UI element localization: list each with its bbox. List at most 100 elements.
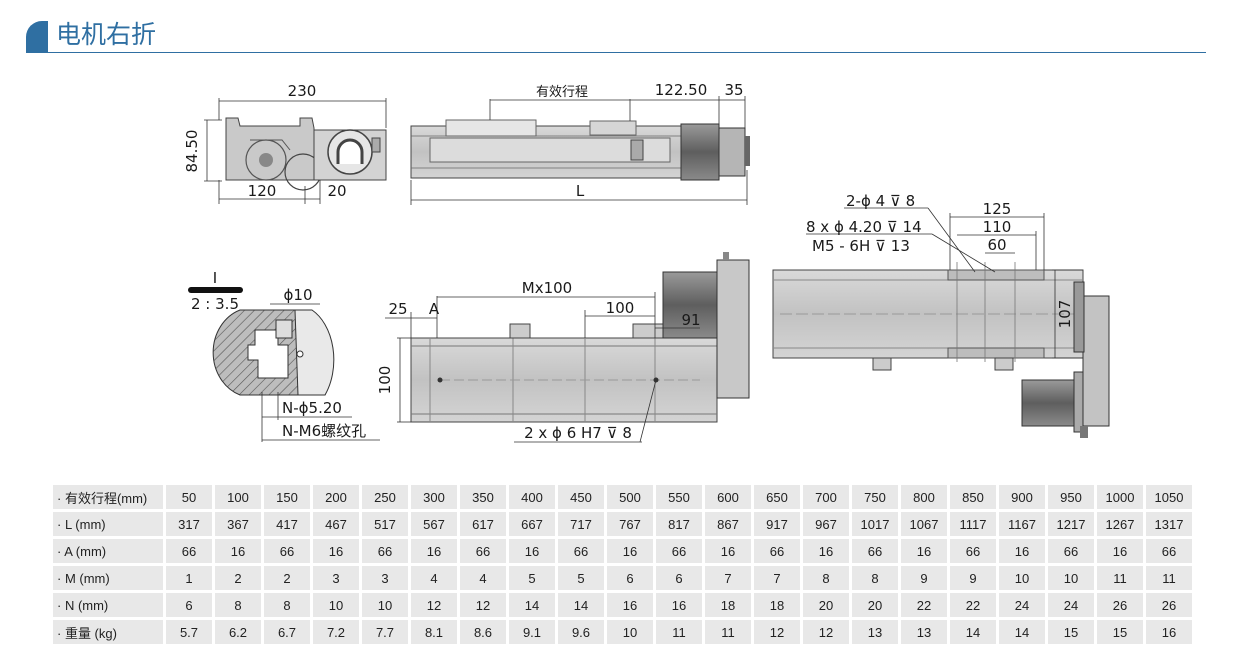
dim-hole-m5: M5 - 6H ⊽ 13 [812, 237, 910, 255]
table-cell: 717 [558, 512, 604, 536]
table-cell: 9.1 [509, 620, 555, 644]
table-cell: 700 [803, 485, 849, 509]
dim-107: 107 [1056, 300, 1074, 329]
dim-hole-8-phi4-20: 8 x ϕ 4.20 ⊽ 14 [806, 218, 922, 236]
row-label: · N (mm) [53, 593, 163, 617]
table-cell: 16 [411, 539, 457, 563]
table-cell: 200 [313, 485, 359, 509]
table-cell: 66 [1146, 539, 1192, 563]
dim-L: L [576, 182, 585, 200]
technical-drawing: 230 84.50 120 20 有效行程 122.50 35 L [183, 81, 1110, 443]
table-cell: 22 [901, 593, 947, 617]
dim-100-height: 100 [376, 366, 394, 395]
dim-91: 91 [681, 311, 700, 329]
table-cell: 12 [460, 593, 506, 617]
dim-20: 20 [327, 182, 346, 200]
table-cell: 66 [1048, 539, 1094, 563]
table-cell: 13 [901, 620, 947, 644]
dim-100-pitch: 100 [606, 299, 635, 317]
table-cell: 450 [558, 485, 604, 509]
table-cell: 16 [1146, 620, 1192, 644]
table-cell: 66 [264, 539, 310, 563]
table-cell: 15 [1048, 620, 1094, 644]
table-cell: 16 [803, 539, 849, 563]
table-cell: 917 [754, 512, 800, 536]
table-cell: 66 [754, 539, 800, 563]
table-cell: 16 [607, 539, 653, 563]
table-cell: 567 [411, 512, 457, 536]
dim-stroke-label: 有效行程 [536, 85, 588, 100]
dim-122-50: 122.50 [655, 81, 708, 99]
table-cell: 900 [999, 485, 1045, 509]
dim-n-m6: N-M6螺纹孔 [282, 422, 366, 440]
table-cell: 10 [313, 593, 359, 617]
table-cell: 8 [264, 593, 310, 617]
detail-scale: 2 : 3.5 [191, 295, 239, 313]
table-cell: 400 [509, 485, 555, 509]
table-cell: 1067 [901, 512, 947, 536]
table-cell: 14 [509, 593, 555, 617]
table-cell: 7 [754, 566, 800, 590]
dim-110: 110 [983, 218, 1012, 236]
dim-pin-holes: 2 x ϕ 6 H7 ⊽ 8 [524, 424, 632, 442]
table-cell: 16 [1097, 539, 1143, 563]
header-tab-marker [26, 21, 48, 53]
table-cell: 16 [999, 539, 1045, 563]
dim-hole-2-phi4: 2-ϕ 4 ⊽ 8 [846, 192, 915, 210]
table-cell: 5.7 [166, 620, 212, 644]
table-cell: 767 [607, 512, 653, 536]
dim-84-50: 84.50 [183, 130, 201, 173]
table-cell: 10 [607, 620, 653, 644]
table-cell: 250 [362, 485, 408, 509]
table-cell: 367 [215, 512, 261, 536]
table-cell: 24 [1048, 593, 1094, 617]
row-label: · 有效行程(mm) [53, 485, 163, 509]
table-cell: 467 [313, 512, 359, 536]
table-cell: 2 [215, 566, 261, 590]
dim-60: 60 [987, 236, 1006, 254]
table-cell: 66 [460, 539, 506, 563]
table-cell: 10 [362, 593, 408, 617]
table-cell: 7.2 [313, 620, 359, 644]
table-cell: 9 [950, 566, 996, 590]
dim-230: 230 [288, 82, 317, 100]
table-cell: 867 [705, 512, 751, 536]
plan-view [772, 207, 1110, 438]
table-cell: 6.7 [264, 620, 310, 644]
table-cell: 1317 [1146, 512, 1192, 536]
table-cell: 617 [460, 512, 506, 536]
table-cell: 13 [852, 620, 898, 644]
table-cell: 9 [901, 566, 947, 590]
table-cell: 967 [803, 512, 849, 536]
table-cell: 20 [803, 593, 849, 617]
table-cell: 1217 [1048, 512, 1094, 536]
table-cell: 817 [656, 512, 702, 536]
table-cell: 26 [1097, 593, 1143, 617]
table-cell: 6.2 [215, 620, 261, 644]
table-cell: 3 [313, 566, 359, 590]
header-rule [48, 52, 1206, 53]
table-cell: 550 [656, 485, 702, 509]
row-label: · A (mm) [53, 539, 163, 563]
table-cell: 66 [558, 539, 604, 563]
table-cell: 1267 [1097, 512, 1143, 536]
table-cell: 22 [950, 593, 996, 617]
table-cell: 10 [1048, 566, 1094, 590]
table-cell: 12 [803, 620, 849, 644]
table-cell: 11 [1146, 566, 1192, 590]
dim-125: 125 [983, 200, 1012, 218]
dim-n-phi5-20: N-ϕ5.20 [282, 399, 342, 417]
table-cell: 417 [264, 512, 310, 536]
side-view-top [410, 96, 750, 205]
table-cell: 4 [460, 566, 506, 590]
table-cell: 650 [754, 485, 800, 509]
table-cell: 11 [656, 620, 702, 644]
table-cell: 5 [509, 566, 555, 590]
table-cell: 1117 [950, 512, 996, 536]
table-cell: 8.1 [411, 620, 457, 644]
table-cell: 50 [166, 485, 212, 509]
table-cell: 317 [166, 512, 212, 536]
table-cell: 66 [166, 539, 212, 563]
table-cell: 6 [166, 593, 212, 617]
